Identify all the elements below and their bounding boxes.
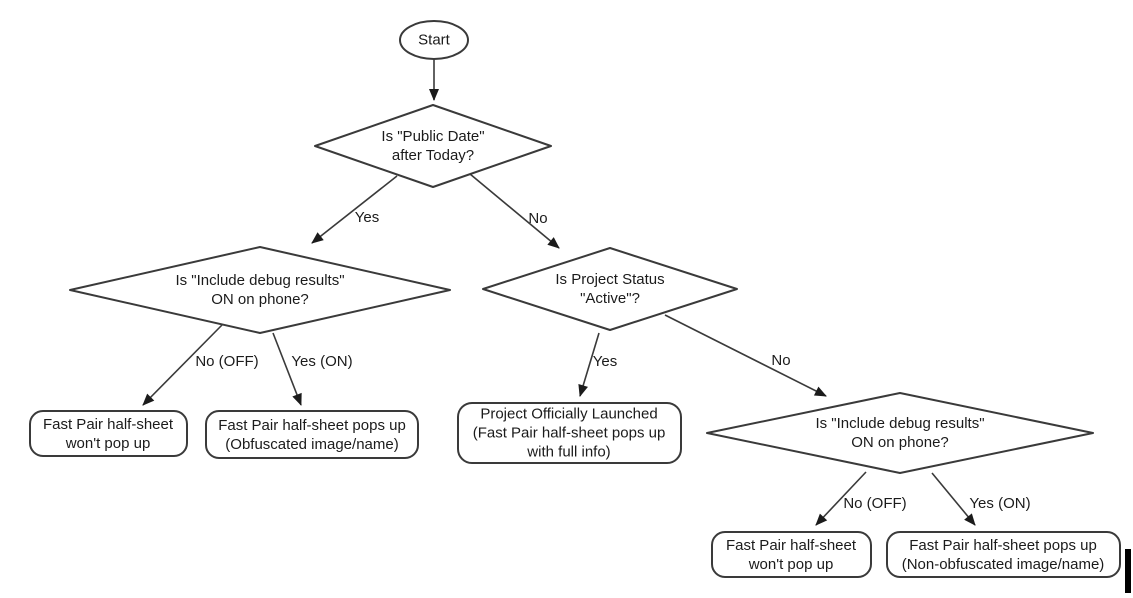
edge-debug-left-no-off <box>142 324 223 406</box>
terminal-launched-label: Project Officially Launched (Fast Pair h… <box>473 405 666 462</box>
decision-debug-right-line2: ON on phone? <box>851 434 949 451</box>
start-node-label: Start <box>418 31 450 50</box>
edge-label-no-off-right: No (OFF) <box>843 495 907 512</box>
terminal-non-obfuscated-line1: Fast Pair half-sheet pops up <box>909 537 1097 554</box>
terminal-no-popup-left-line1: Fast Pair half-sheet <box>42 416 174 433</box>
terminal-obfuscated-line1: Fast Pair half-sheet pops up <box>218 417 406 434</box>
terminal-no-popup-right-line1: Fast Pair half-sheet <box>725 537 857 554</box>
decision-public-date-shape <box>314 104 552 188</box>
terminal-obfuscated-shape <box>205 410 419 459</box>
terminal-no-popup-left-line2: won't pop up <box>65 435 151 452</box>
terminal-no-popup-right-label: Fast Pair half-sheet won't pop up <box>726 536 856 574</box>
decision-public-date-label: Is "Public Date" after Today? <box>381 127 484 165</box>
terminal-no-popup-right-line2: won't pop up <box>748 556 834 573</box>
decision-debug-left-line2: ON on phone? <box>211 291 309 308</box>
terminal-non-obfuscated-shape <box>886 531 1121 578</box>
edge-debug-right-no-off <box>815 471 867 526</box>
start-node-text: Start <box>418 31 450 49</box>
edge-debug-right-yes-on <box>931 472 976 526</box>
text-cursor <box>1125 549 1131 593</box>
decision-project-status-line2: "Active"? <box>580 290 640 307</box>
terminal-obfuscated-label: Fast Pair half-sheet pops up (Obfuscated… <box>218 416 406 454</box>
edge-label-no-right: No <box>528 210 548 227</box>
terminal-no-popup-right-shape <box>711 531 872 578</box>
edge-label-yes-mid: Yes <box>592 353 618 370</box>
terminal-launched-line3: with full info) <box>527 443 611 461</box>
terminal-non-obfuscated-label: Fast Pair half-sheet pops up (Non-obfusc… <box>902 536 1105 574</box>
decision-debug-left-line1: Is "Include debug results" <box>175 272 345 289</box>
decision-project-status-line1: Is Project Status <box>555 271 665 288</box>
terminal-obfuscated-line2: (Obfuscated image/name) <box>225 436 399 453</box>
decision-public-date-line2: after Today? <box>391 147 475 164</box>
decision-debug-right-label: Is "Include debug results" ON on phone? <box>815 414 984 452</box>
edge-project-status-yes <box>578 332 600 397</box>
decision-debug-left-label: Is "Include debug results" ON on phone? <box>175 271 344 309</box>
decision-project-status-shape <box>482 247 738 331</box>
edge-public-date-yes <box>311 175 398 244</box>
edge-label-no-off-left: No (OFF) <box>195 353 259 370</box>
terminal-launched-shape <box>457 402 682 464</box>
edge-label-yes-left: Yes <box>354 209 380 226</box>
terminal-launched-line2: (Fast Pair half-sheet pops up <box>472 424 666 442</box>
edge-label-no-mid: No <box>771 352 791 369</box>
edge-public-date-no <box>469 173 560 249</box>
decision-project-status-label: Is Project Status "Active"? <box>555 270 664 308</box>
edge-debug-left-yes-on <box>272 332 302 406</box>
terminal-non-obfuscated-line2: (Non-obfuscated image/name) <box>901 556 1105 573</box>
edge-label-yes-on-left: Yes (ON) <box>291 353 353 370</box>
decision-debug-left-shape <box>69 246 451 334</box>
terminal-no-popup-left-label: Fast Pair half-sheet won't pop up <box>43 415 173 453</box>
decision-debug-right-line1: Is "Include debug results" <box>815 415 985 432</box>
edge-label-yes-on-right: Yes (ON) <box>969 495 1031 512</box>
edge-project-status-no <box>664 314 827 397</box>
terminal-no-popup-left-shape <box>29 410 188 457</box>
decision-public-date-line1: Is "Public Date" <box>381 128 485 145</box>
terminal-launched-line1: Project Officially Launched <box>480 405 658 423</box>
decision-debug-right-shape <box>706 392 1094 474</box>
